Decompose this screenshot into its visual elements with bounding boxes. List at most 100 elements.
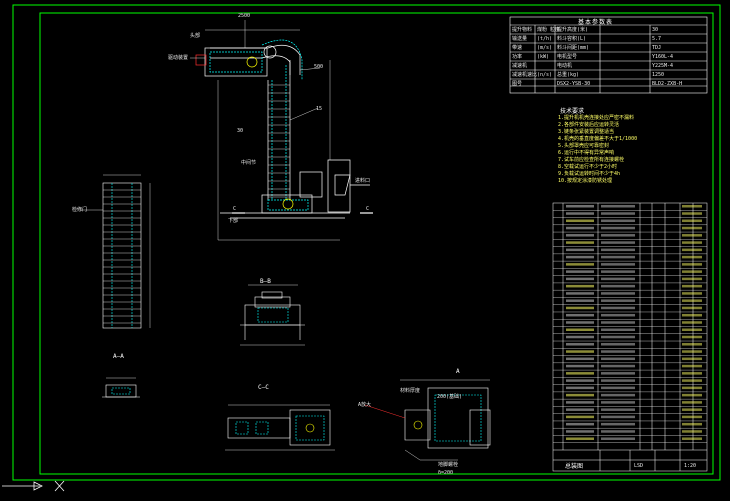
note-line: 10.按规定涂漆防锈处理	[558, 178, 613, 184]
inner-frame	[39, 12, 714, 475]
parts-footer-code: LSD	[634, 463, 644, 469]
parts-row-mark	[682, 350, 702, 353]
parts-row-mark	[601, 430, 635, 433]
parts-row-mark	[601, 364, 635, 368]
parts-row-mark	[566, 263, 594, 266]
parts-row-mark	[682, 372, 702, 375]
parts-row-mark	[682, 386, 702, 390]
section-b-title: B—B	[260, 278, 271, 285]
parts-row-mark	[566, 321, 594, 324]
parts-row-mark	[566, 393, 594, 397]
label-bottom: 下部	[228, 218, 239, 224]
parts-row-mark	[566, 277, 594, 281]
parts-row-mark	[601, 357, 635, 361]
parts-row-mark	[601, 379, 635, 382]
parts-row-mark	[601, 248, 635, 252]
param-cell: 1250	[652, 72, 665, 78]
param-cell: 输送量	[512, 36, 528, 42]
section-c-title: C—C	[258, 384, 269, 391]
parts-row-mark	[601, 277, 635, 281]
section-c-view	[225, 404, 335, 451]
param-cell: DSX2-YSB-30	[557, 81, 591, 87]
parts-row-mark	[601, 234, 635, 237]
parts-row-mark	[682, 241, 702, 244]
label-drive: 驱动装置	[168, 55, 189, 61]
note-line: 2.各部件安装后应运转灵活	[558, 122, 620, 128]
parts-row-mark	[682, 284, 702, 288]
parts-row-mark	[601, 393, 635, 397]
parts-row-mark	[566, 401, 594, 404]
param-cell: BLD2-ZXB-H	[652, 81, 683, 87]
parts-row-mark	[682, 292, 702, 295]
param-cell: Y225M-4	[652, 63, 674, 69]
label-tall1: 30	[237, 128, 244, 134]
parts-row-mark	[682, 248, 702, 252]
parts-row-mark	[566, 241, 594, 244]
detail-a-view	[364, 379, 491, 461]
parts-row-mark	[682, 270, 702, 273]
parts-row-mark	[601, 299, 635, 302]
parts-row-mark	[682, 205, 702, 208]
parts-row-mark	[566, 372, 594, 375]
parts-row-mark	[566, 226, 594, 230]
parts-row-mark	[682, 393, 702, 397]
parts-row-mark	[566, 415, 594, 419]
param-cell: 总重(kg)	[557, 72, 580, 78]
label-c-right: C	[366, 206, 370, 212]
parts-row-mark	[601, 205, 635, 208]
note-line: 4.机壳的垂直度偏差不大于1/1000	[558, 136, 638, 142]
note-line: 5.头部罩壳应可靠密封	[558, 143, 610, 149]
notes-title: 技术要求	[560, 108, 585, 115]
param-cell: (n/s)	[537, 72, 553, 78]
parts-row-mark	[601, 372, 635, 375]
parts-row-mark	[601, 350, 635, 353]
parts-row-mark	[601, 226, 635, 230]
parts-row-mark	[682, 408, 702, 411]
detail-a-title: A	[456, 368, 460, 375]
left-note: 检修门	[72, 207, 88, 213]
param-cell: 电动机	[557, 63, 573, 69]
parts-footer-scale: 1:20	[684, 463, 697, 469]
note-line: 9.负载试运转时间不少于4h	[558, 171, 621, 177]
parts-row-mark	[566, 408, 594, 411]
label-top-dim: 2500	[238, 13, 251, 19]
parts-row-mark	[601, 328, 635, 331]
detail-note2: 200(基础)	[437, 394, 463, 400]
parts-row-mark	[682, 357, 702, 361]
parts-row-mark	[601, 343, 635, 346]
parts-row-mark	[566, 219, 594, 223]
parts-row-mark	[566, 422, 594, 426]
parts-row-mark	[682, 422, 702, 426]
label-c-left: C	[233, 206, 237, 212]
note-line: 6.运行中不得有异常声响	[558, 150, 615, 156]
parts-row-mark	[682, 328, 702, 331]
parts-row-mark	[566, 328, 594, 331]
parts-row-mark	[682, 255, 702, 259]
parts-row-mark	[682, 212, 702, 215]
label-inlet: 进料口	[355, 178, 371, 184]
parts-row-mark	[682, 219, 702, 223]
parts-row-mark	[566, 335, 594, 339]
parts-row-mark	[682, 364, 702, 368]
param-cell: Y160L-4	[652, 54, 674, 60]
elevator-elevation	[190, 20, 373, 241]
parts-row-mark	[682, 313, 702, 317]
param-cell: 电机型号	[557, 54, 578, 60]
param-cell: 带速	[512, 45, 523, 51]
parts-row-mark	[601, 313, 635, 317]
parts-row-mark	[566, 270, 594, 273]
parts-row-mark	[566, 299, 594, 302]
param-cell: 功率	[512, 54, 523, 60]
param-cell: 减速机速比	[512, 72, 538, 78]
parts-row-mark	[601, 284, 635, 288]
parts-row-mark	[682, 335, 702, 339]
parts-row-mark	[601, 415, 635, 419]
note-line: 8.空载试运行不少于2小时	[558, 164, 618, 170]
param-cell: (t/h)	[537, 36, 553, 42]
parts-row-mark	[566, 430, 594, 433]
parts-row-mark	[566, 205, 594, 208]
parts-row-mark	[682, 226, 702, 230]
parts-row-mark	[682, 263, 702, 266]
label-mid: 中间节	[241, 160, 257, 166]
